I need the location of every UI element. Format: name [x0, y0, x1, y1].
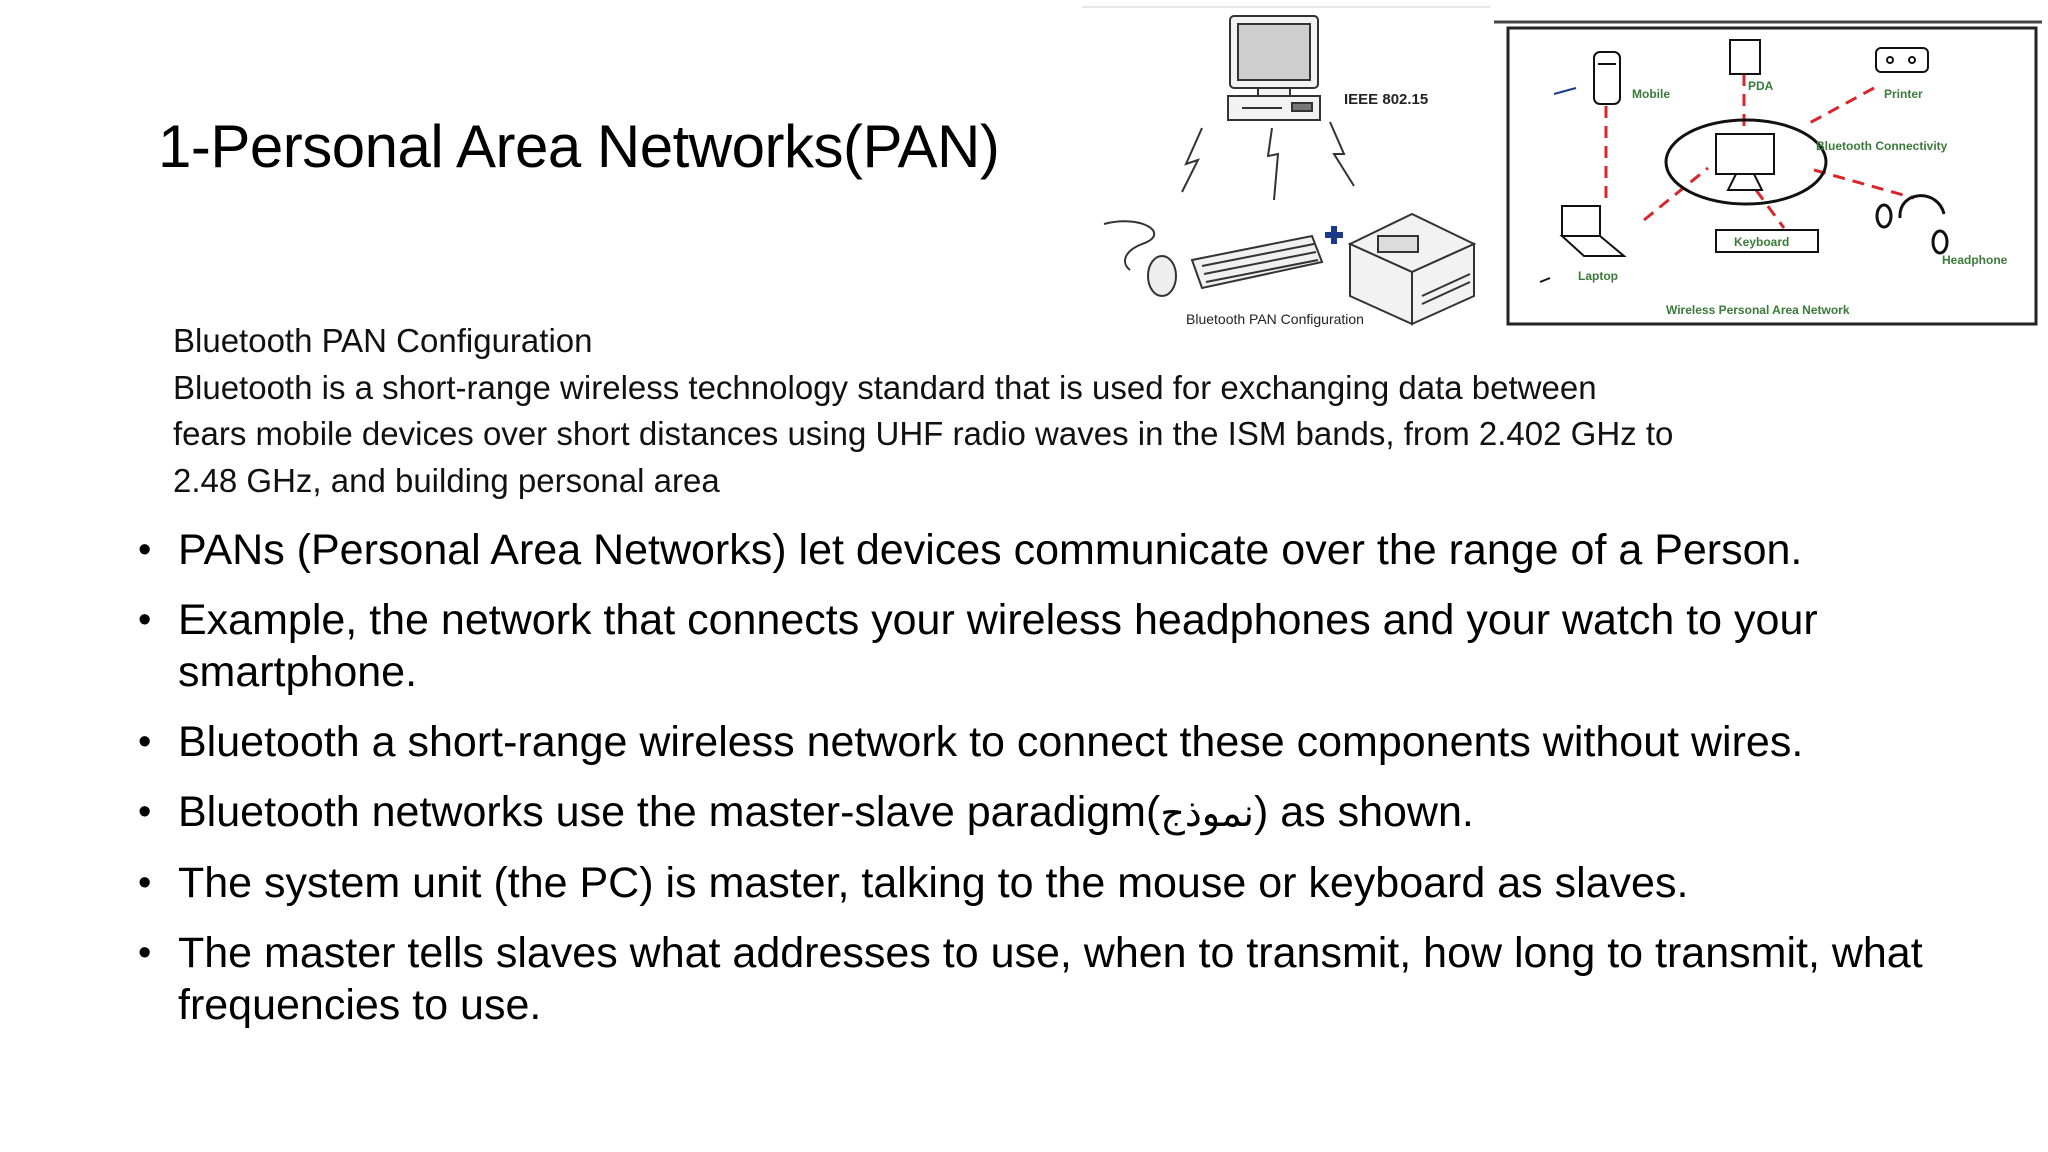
bullet-text-before: Bluetooth networks use the master-slave … — [178, 788, 1161, 836]
pda-label: PDA — [1748, 79, 1774, 93]
keyboard-label: Keyboard — [1734, 235, 1789, 249]
mobile-label: Mobile — [1632, 87, 1670, 101]
keyboard-small-icon — [1715, 229, 1819, 253]
bullet-list: • PANs (Personal Area Networks) let devi… — [138, 524, 2018, 1049]
headphone-label: Headphone — [1942, 253, 2008, 267]
bullet-item: • Bluetooth networks use the master-slav… — [138, 786, 2018, 839]
bullet-item: • Bluetooth a short-range wireless netwo… — [138, 716, 2018, 768]
bullet-text: PANs (Personal Area Networks) let device… — [178, 526, 1803, 574]
connection-lines — [1604, 74, 1915, 229]
config-line: Bluetooth is a short-range wireless tech… — [173, 368, 1597, 406]
bullet-text: Bluetooth networks use the master-slave … — [178, 786, 2018, 839]
bullet-text: Example, the network that connects your … — [178, 596, 1818, 696]
wpan-caption: Wireless Personal Area Network — [1666, 303, 1850, 317]
wireless-bolt-icon — [1181, 121, 1355, 201]
config-line: 2.48 GHz, and building personal area — [173, 461, 720, 499]
bullet-icon: • — [138, 862, 152, 904]
bluetooth-hub — [1664, 118, 1828, 206]
bullet-item: • PANs (Personal Area Networks) let devi… — [138, 524, 2018, 576]
bullet-icon: • — [138, 599, 152, 641]
monitor-icon — [1715, 133, 1775, 191]
figure-caption: Bluetooth PAN Configuration — [1186, 311, 1364, 327]
config-text-block: Bluetooth PAN Configuration Bluetooth is… — [173, 318, 1823, 504]
bullet-icon: • — [138, 791, 152, 833]
bullet-text: Bluetooth a short-range wireless network… — [178, 718, 1804, 766]
pda-icon — [1729, 39, 1761, 75]
bullet-text-after: ) as shown. — [1253, 788, 1474, 836]
printer-label: Printer — [1884, 87, 1923, 101]
bullet-icon: • — [138, 721, 152, 763]
printer-icon — [1347, 212, 1477, 326]
keyboard-icon — [1190, 234, 1324, 290]
bullet-text: The system unit (the PC) is master, talk… — [178, 859, 1689, 907]
laptop-label: Laptop — [1578, 269, 1618, 283]
bullet-icon: • — [138, 529, 152, 571]
computer-icon — [1227, 15, 1321, 121]
headphone-icon — [1875, 194, 1949, 255]
printer-small-icon — [1875, 47, 1929, 73]
bullet-item: • The master tells slaves what addresses… — [138, 927, 2018, 1031]
bullet-icon: • — [138, 932, 152, 974]
config-heading: Bluetooth PAN Configuration — [173, 322, 593, 359]
bullet-item: • The system unit (the PC) is master, ta… — [138, 857, 2018, 909]
plus-icon — [1325, 226, 1343, 244]
bullet-text: The master tells slaves what addresses t… — [178, 929, 1923, 1029]
ieee-label: IEEE 802.15 — [1344, 91, 1428, 108]
mouse-icon — [1103, 220, 1177, 297]
bluetooth-connectivity-label: Bluetooth Connectivity — [1816, 139, 1948, 153]
bullet-item: • Example, the network that connects you… — [138, 594, 2018, 698]
slide-title: 1-Personal Area Networks(PAN) — [158, 113, 1000, 180]
arabic-term: نموذج — [1160, 791, 1254, 835]
config-line: fears mobile devices over short distance… — [173, 415, 1674, 452]
laptop-icon — [1559, 205, 1627, 257]
bluetooth-pan-figure: IEEE 802.15 — [1082, 4, 1490, 334]
mobile-icon — [1593, 51, 1621, 105]
wpan-diagram: Mobile PDA Printer Bluetooth Connectivit… — [1494, 20, 2042, 330]
